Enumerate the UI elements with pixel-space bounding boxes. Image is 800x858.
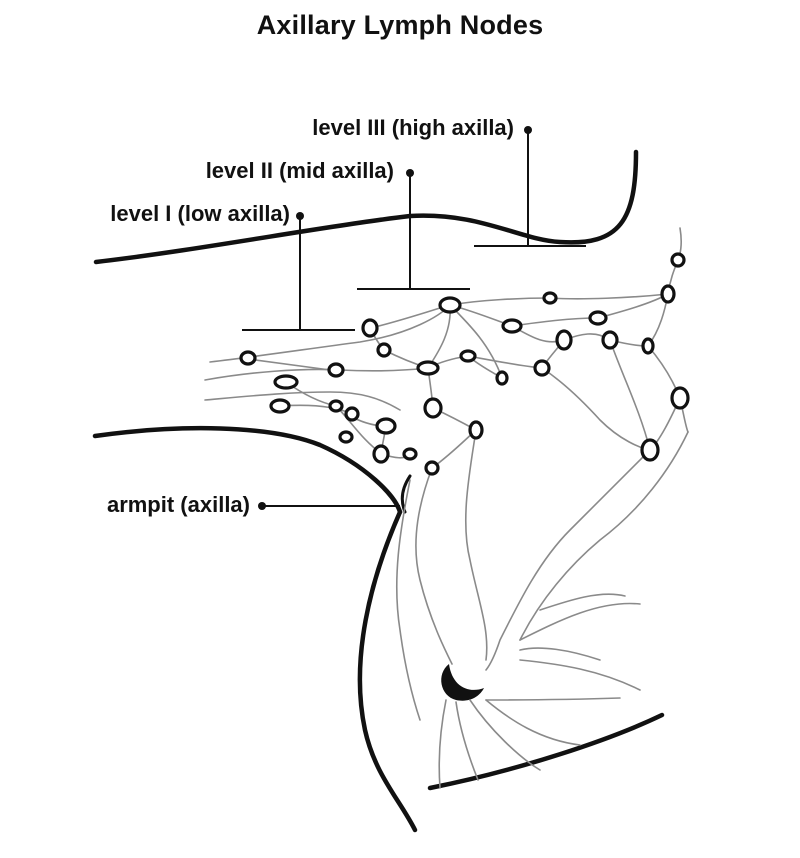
lymph-node [542, 291, 558, 305]
lymph-node [376, 342, 392, 358]
nipple-shape [441, 664, 484, 701]
lymph-node [641, 337, 655, 355]
lymph-nodes [239, 252, 690, 476]
lymph-node [372, 444, 390, 464]
lymph-node [660, 284, 676, 304]
lymph-node [533, 359, 551, 377]
armpit-label: armpit (axilla) [106, 492, 250, 517]
level-3-pointer [474, 130, 586, 247]
lymph-node [459, 349, 477, 363]
lymph-node [501, 318, 523, 334]
lymph-node [423, 397, 443, 419]
lymph-node [269, 398, 291, 414]
level-1-label: level I (low axilla) [110, 201, 290, 226]
level-3-label: level III (high axilla) [312, 115, 514, 140]
lymph-node [555, 329, 573, 351]
lymph-node [375, 417, 397, 435]
lymph-node [239, 350, 257, 366]
breast-outline [357, 509, 418, 833]
lymph-node [361, 318, 379, 338]
upper-arm-outline [92, 425, 403, 515]
lymph-node [670, 252, 686, 268]
lymph-node [424, 460, 440, 476]
breast-underside-outline [427, 712, 665, 791]
level-2-pointer-dot [406, 169, 414, 177]
lymph-node [588, 310, 608, 326]
lymph-node [416, 360, 440, 376]
lymph-node [344, 406, 360, 422]
level-1-pointer-dot [296, 212, 304, 220]
lymph-node [327, 362, 345, 378]
lymph-node [601, 330, 619, 350]
lymph-node [640, 438, 660, 462]
armpit-fold [400, 474, 412, 514]
level-1-pointer [242, 216, 355, 331]
armpit-pointer-dot [258, 502, 266, 510]
lymph-node [338, 430, 354, 444]
lymph-node [273, 374, 299, 390]
lymph-node [438, 296, 462, 314]
lymph-node [402, 447, 418, 461]
lymph-node [328, 399, 344, 413]
level-2-pointer [357, 173, 470, 290]
diagram-title: Axillary Lymph Nodes [256, 10, 544, 40]
level-3-pointer-dot [524, 126, 532, 134]
lymph-node [468, 420, 484, 440]
lymph-node [495, 370, 509, 386]
lymph-node [670, 386, 690, 410]
shoulder-outline [93, 149, 639, 265]
level-2-label: level II (mid axilla) [205, 158, 394, 183]
